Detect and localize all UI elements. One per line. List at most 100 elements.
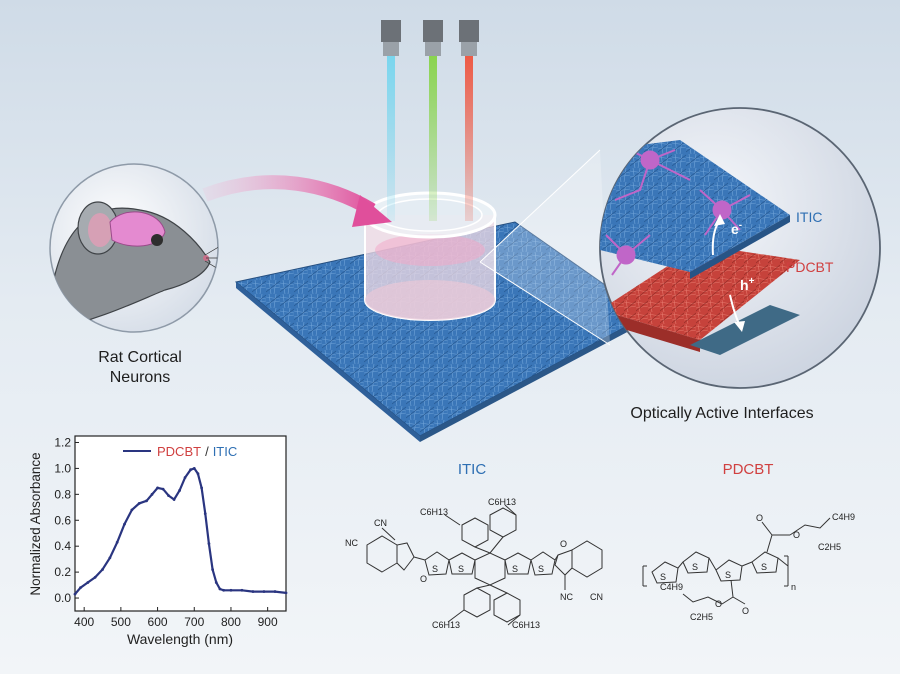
itic-atom-c6h13-1: C6H13	[420, 507, 448, 517]
pdcbt-atom-c2h5-1: C2H5	[818, 542, 841, 552]
laser-sources	[381, 20, 479, 221]
pdcbt-atom-c4h9-1: C4H9	[832, 512, 855, 522]
chart-data-point	[79, 586, 82, 590]
pink-arrowhead	[352, 195, 392, 227]
electron-label: e-	[731, 220, 742, 237]
layer-itic-label: ITIC	[796, 209, 822, 225]
y-tick-label: 0.4	[54, 539, 71, 553]
itic-atom-c6h13-2: C6H13	[488, 497, 516, 507]
x-tick-label: 400	[74, 615, 94, 629]
itic-atom-s-1: S	[432, 564, 438, 574]
hole-label-sup: +	[749, 276, 755, 287]
layer-pdcbt-label: PDCBT	[786, 259, 834, 275]
chart-data-point	[207, 542, 211, 545]
chart-data-point	[130, 508, 134, 512]
pdcbt-atom-s-2: S	[692, 562, 698, 572]
pdcbt-structure-title: PDCBT	[723, 461, 774, 478]
itic-atom-s-3: S	[512, 564, 518, 574]
chart-data-point	[251, 590, 255, 593]
pdcbt-atom-o-4: O	[715, 599, 722, 609]
itic-atom-cn-2: CN	[590, 592, 603, 602]
legend-entry-itic: ITIC	[213, 444, 238, 459]
chart-data-point	[284, 591, 288, 595]
zoom-cone	[479, 149, 611, 346]
chart-data-point	[178, 489, 181, 492]
y-tick-label: 0.2	[54, 565, 71, 579]
x-tick-label: 500	[111, 615, 131, 629]
chart-xlabel: Wavelength (nm)	[127, 631, 233, 647]
chart-data-point	[73, 592, 77, 596]
legend-entry-pdcbt: PDCBT	[157, 444, 201, 459]
chart-data-point	[156, 486, 159, 490]
itic-atom-o-1: O	[420, 574, 427, 584]
y-tick-label: 0.6	[54, 513, 71, 527]
chart-data-point	[115, 540, 119, 544]
chart-data-point	[189, 468, 192, 472]
pdcbt-structure: PDCBT S S S S O O O O C4H9 C2H5 C4H9 C2H…	[642, 461, 855, 622]
chart-data-point	[137, 502, 141, 505]
pdcbt-atom-c2h5-2: C2H5	[690, 612, 713, 622]
chart-data-point	[203, 512, 207, 516]
x-tick-label: 600	[148, 615, 168, 629]
itic-atom-cn-1: CN	[374, 518, 387, 528]
chart-data-point	[273, 590, 277, 593]
chart-data-point	[240, 588, 244, 592]
chart-data-point	[93, 575, 97, 579]
y-tick-label: 1.0	[54, 461, 71, 475]
chart-data-point	[222, 588, 226, 592]
itic-atom-nc-1: NC	[345, 538, 358, 548]
chart-data-point	[200, 486, 204, 490]
chart-data-point	[229, 588, 233, 592]
chart-data-point	[211, 568, 215, 571]
green-laser	[423, 20, 443, 221]
electron-label-main: e	[731, 221, 739, 237]
pdcbt-atom-o-2: O	[793, 530, 800, 540]
chart-data-point	[214, 581, 218, 584]
blue-laser	[381, 20, 401, 221]
zoom-circle	[599, 107, 881, 389]
legend-separator: /	[205, 444, 209, 459]
chart-data-point	[183, 476, 187, 479]
y-tick-label: 1.2	[54, 435, 71, 449]
y-tick-label: 0.8	[54, 487, 71, 501]
chart-data-point	[192, 467, 196, 470]
chart-data-point	[167, 494, 170, 498]
x-tick-label: 800	[221, 615, 241, 629]
electrode	[690, 305, 800, 355]
pdcbt-atom-c4h9-2: C4H9	[660, 582, 683, 592]
pdcbt-atom-s-1: S	[660, 572, 666, 582]
itic-atom-s-4: S	[538, 564, 544, 574]
chart-data-point	[196, 472, 200, 475]
rat-label-line2: Neurons	[110, 369, 170, 386]
pdcbt-atom-n: n	[791, 582, 796, 592]
itic-atom-nc-2: NC	[560, 592, 573, 602]
chart-data-point	[161, 487, 165, 491]
chart-data-point	[218, 587, 222, 591]
y-tick-label: 0.0	[54, 591, 71, 605]
chart-data-point	[123, 522, 126, 526]
hole-label-main: h	[740, 277, 749, 293]
itic-atom-c6h13-4: C6H13	[512, 620, 540, 630]
chart-legend: PDCBT / ITIC	[123, 444, 237, 459]
chart-data-point	[262, 590, 266, 593]
chart-data-point	[101, 568, 104, 571]
red-laser	[459, 20, 479, 221]
chart-ylabel: Normalized Absorbance	[28, 452, 43, 595]
pink-arrow	[202, 175, 376, 217]
chart-data-point	[145, 499, 148, 503]
chart-data-point	[108, 556, 112, 560]
chart-data-point	[86, 581, 90, 584]
chart-data-point	[172, 498, 176, 501]
x-tick-label: 700	[184, 615, 204, 629]
pdcbt-atom-s-3: S	[725, 570, 731, 580]
itic-layer	[600, 140, 790, 272]
hole-label: h+	[740, 276, 755, 293]
pdcbt-atom-o-1: O	[756, 513, 763, 523]
itic-structure-title: ITIC	[458, 461, 486, 478]
rat-illustration	[49, 163, 219, 333]
electron-label-sup: -	[739, 220, 742, 231]
interfaces-label: Optically Active Interfaces	[630, 405, 813, 422]
